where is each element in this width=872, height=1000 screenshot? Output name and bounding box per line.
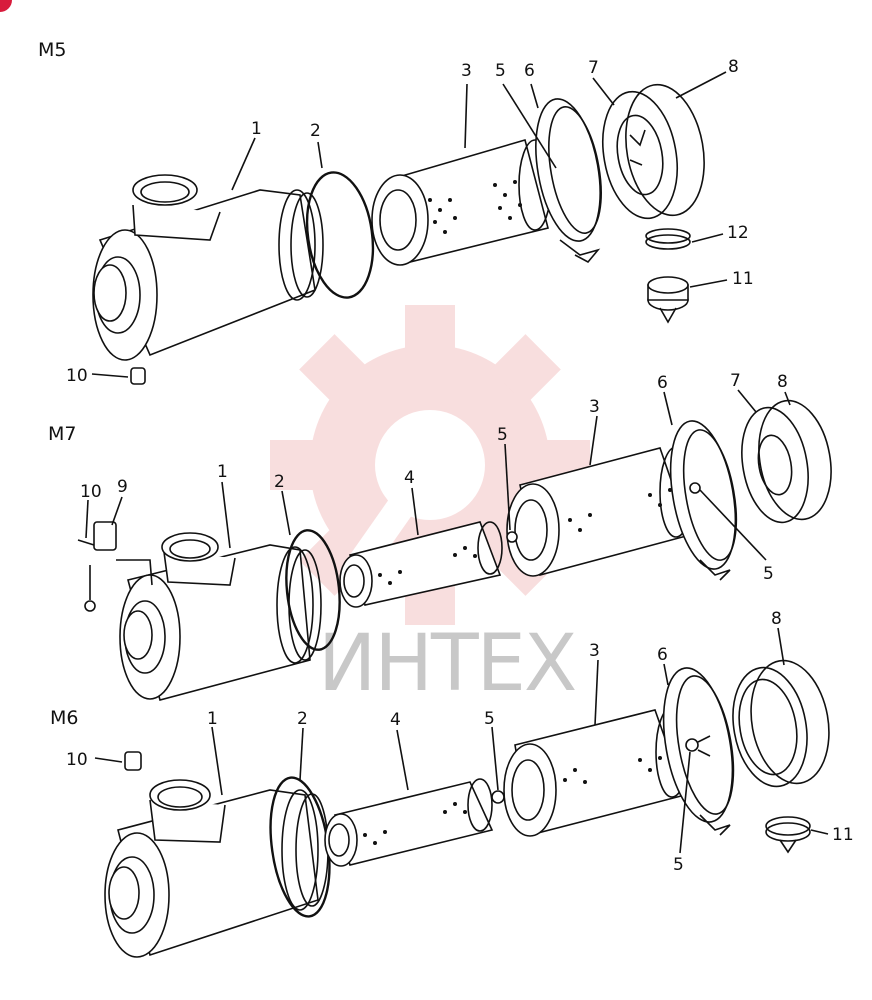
callout-m5-3: 3 (461, 61, 472, 81)
watermark-text: ИНТЕХ (318, 619, 575, 709)
callout-m7-7: 7 (730, 371, 741, 391)
m7-sensor (77, 521, 153, 612)
m7-housing (119, 532, 322, 701)
callout-m6-8: 8 (771, 609, 782, 629)
m7-inner-filter (339, 521, 503, 608)
m5-filter-cartridge (371, 139, 552, 266)
section-label-m5: M5 (38, 39, 66, 61)
callout-m5-2: 2 (310, 121, 321, 141)
m5-callouts: 1 2 3 5 6 7 8 12 11 10 (66, 57, 754, 386)
section-label-m6: M6 (50, 707, 78, 729)
m6-stud (491, 790, 505, 804)
callout-m7-4: 4 (404, 468, 415, 488)
callout-m5-12: 12 (727, 223, 749, 243)
m6-plug (124, 751, 142, 771)
callout-m5-8: 8 (728, 57, 739, 77)
callout-m6-1: 1 (207, 709, 218, 729)
m5-housing (92, 174, 324, 361)
callout-m5-6: 6 (524, 61, 535, 81)
section-label-m7: M7 (48, 423, 76, 445)
m5-seal-ring (305, 171, 375, 299)
callout-m6-6: 6 (657, 645, 668, 665)
m6-dust-valve (765, 816, 811, 854)
callout-m7-9: 9 (117, 477, 128, 497)
m6-filter-cartridge (503, 706, 689, 837)
callout-m6-3: 3 (589, 641, 600, 661)
callout-m6-4: 4 (390, 710, 401, 730)
m5-end-cover (535, 98, 602, 264)
callout-m7-1: 1 (217, 462, 228, 482)
m6-end-cover (662, 667, 735, 836)
m5-plug (130, 367, 146, 385)
callout-m7-10: 10 (80, 482, 102, 502)
callout-m6-10: 10 (66, 750, 88, 770)
callout-m7-5b: 5 (763, 564, 774, 584)
m7-end-cover (669, 420, 738, 581)
m6-housing (104, 779, 329, 958)
callout-m7-8: 8 (777, 372, 788, 392)
callout-m5-7: 7 (588, 58, 599, 78)
callout-m5-10: 10 (66, 366, 88, 386)
m7-seal-ring (285, 529, 341, 651)
callout-m7-6: 6 (657, 373, 668, 393)
m5-cap (602, 83, 705, 220)
m7-callouts: 10 9 1 2 4 5 3 6 7 8 5 (80, 371, 791, 584)
callout-m7-2: 2 (274, 472, 285, 492)
m7-stud (506, 531, 518, 543)
m6-inner-filter (324, 778, 494, 867)
m7-cap (741, 399, 832, 524)
callout-m7-5a: 5 (497, 425, 508, 445)
m5-clamp (645, 228, 691, 250)
m5-dust-valve (647, 276, 689, 324)
m7-filter-cartridge (506, 446, 693, 577)
callout-m6-5b: 5 (673, 855, 684, 875)
callout-m5-11: 11 (732, 269, 754, 289)
callout-m6-5a: 5 (484, 709, 495, 729)
callout-m6-11: 11 (832, 825, 854, 845)
callout-m7-3: 3 (589, 397, 600, 417)
callout-m6-2: 2 (297, 709, 308, 729)
m6-cap (732, 659, 830, 788)
callout-m5-5: 5 (495, 61, 506, 81)
callout-m5-1: 1 (251, 119, 262, 139)
m6-callouts: 10 1 2 4 5 3 6 8 5 11 (66, 609, 854, 875)
